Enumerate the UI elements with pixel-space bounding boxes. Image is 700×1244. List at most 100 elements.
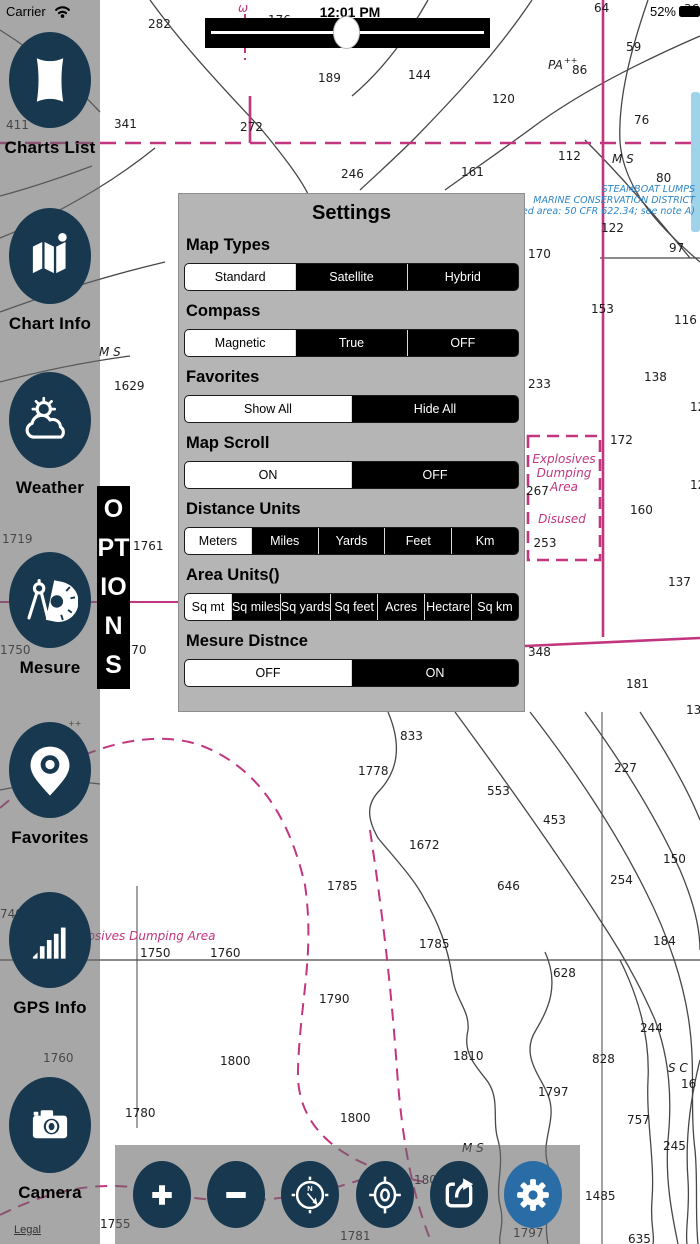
map-label: 553 [487,784,510,798]
option-sq-feet[interactable]: Sq feet [330,594,378,620]
sidebar-item-camera[interactable]: Camera [0,1077,100,1203]
zoom-out-button[interactable] [207,1161,266,1228]
map-label: 97 [669,241,684,255]
map-label: 254 [610,873,633,887]
settings-group-label: Distance Units [186,500,301,518]
map-label: (protected area: 50 CFR 622.34; see note… [484,206,695,217]
locate-button[interactable] [355,1161,414,1228]
camera-icon [9,1077,91,1173]
map-label: 86 [572,63,587,77]
sidebar-item-charts-list[interactable]: Charts List [0,32,100,158]
legal-link[interactable]: Legal [14,1224,41,1236]
option-miles[interactable]: Miles [250,528,318,554]
measure-icon [9,552,91,648]
option-on[interactable]: ON [185,462,351,488]
map-label: 120 [492,92,515,106]
map-label: 116 [674,313,697,327]
options-tab[interactable]: OPTIONS [97,486,130,689]
compass-button[interactable]: N [281,1161,340,1228]
map-label: 646 [497,879,520,893]
map-label: 160 [630,503,653,517]
settings-title: Settings [312,202,391,224]
share-button[interactable] [429,1161,488,1228]
map-label: 1785 [419,937,450,951]
map-label: 112 [558,149,581,163]
option-km[interactable]: Km [451,528,518,554]
option-sq-yards[interactable]: Sq yards [279,594,331,620]
sidebar-item-chart-info[interactable]: Chart Info [0,208,100,334]
option-off[interactable]: OFF [185,660,351,686]
zoom-in-button[interactable] [133,1161,191,1228]
wifi-icon [55,6,70,18]
svg-text:N: N [308,1183,313,1192]
map-label: 181 [626,677,649,691]
location-pin-icon [9,722,91,818]
map-label: 227 [614,761,637,775]
option-sq-mt[interactable]: Sq mt [185,594,231,620]
sidebar-item-label: Weather [15,478,85,497]
map-slider[interactable] [205,16,490,49]
sidebar-item-weather[interactable]: Weather [0,372,100,498]
map-label: 59 [626,40,641,54]
map-label: 122 [601,221,624,235]
map-label: PA [548,58,563,72]
sidebar-item-label: Camera [18,1183,82,1202]
option-hectare[interactable]: Hectare [424,594,472,620]
option-off[interactable]: OFF [351,462,518,488]
settings-button[interactable] [503,1161,562,1228]
option-acres[interactable]: Acres [377,594,425,620]
weather-icon [9,372,91,468]
option-feet[interactable]: Feet [384,528,452,554]
map-label: 628 [553,966,576,980]
option-show-all[interactable]: Show All [185,396,351,422]
map-label: 12 [690,478,700,492]
map-label: 1785 [327,879,358,893]
sidebar-item-favorites[interactable]: Favorites [0,722,100,848]
map-label: 341 [114,117,137,131]
map-label: 253 [534,536,557,550]
bottom-toolbar: N [115,1145,580,1244]
slider-thumb[interactable] [333,16,360,49]
settings-group-label: Mesure Distnce [186,632,308,650]
sidebar-item-label: Charts List [4,138,96,157]
map-label: 635 [628,1232,651,1244]
option-off[interactable]: OFF [406,330,518,356]
option-satellite[interactable]: Satellite [295,264,407,290]
map-label: 453 [543,813,566,827]
option-true[interactable]: True [295,330,407,356]
option-sq-km[interactable]: Sq km [471,594,518,620]
option-yards[interactable]: Yards [317,528,385,554]
map-label: 272 [240,120,263,134]
minus-icon [226,1191,246,1198]
battery-percent: 52% [649,4,676,19]
option-hide-all[interactable]: Hide All [351,396,518,422]
option-hybrid[interactable]: Hybrid [406,264,518,290]
option-meters[interactable]: Meters [185,528,251,554]
map-label: M S [612,152,634,166]
map-label: 233 [528,377,551,391]
option-standard[interactable]: Standard [185,264,296,290]
map-label: MARINE CONSERVATION DISTRICT [533,195,696,206]
gear-icon [517,1178,549,1211]
plus-icon [152,1184,172,1205]
share-icon [445,1177,473,1207]
map-label: 13 [686,703,700,717]
sidebar-item-gps-info[interactable]: GPS Info [0,892,100,1018]
map-label: Disused [538,512,586,526]
map-label: 348 [528,645,551,659]
option-sq-miles[interactable]: Sq miles [230,594,280,620]
map-label: 80 [656,171,671,185]
sidebar-item-label: Favorites [11,828,89,847]
sidebar-item-mesure[interactable]: Mesure [0,552,100,678]
option-on[interactable]: ON [351,660,518,686]
option-magnetic[interactable]: Magnetic [185,330,296,356]
map-label: 267 [526,484,549,498]
